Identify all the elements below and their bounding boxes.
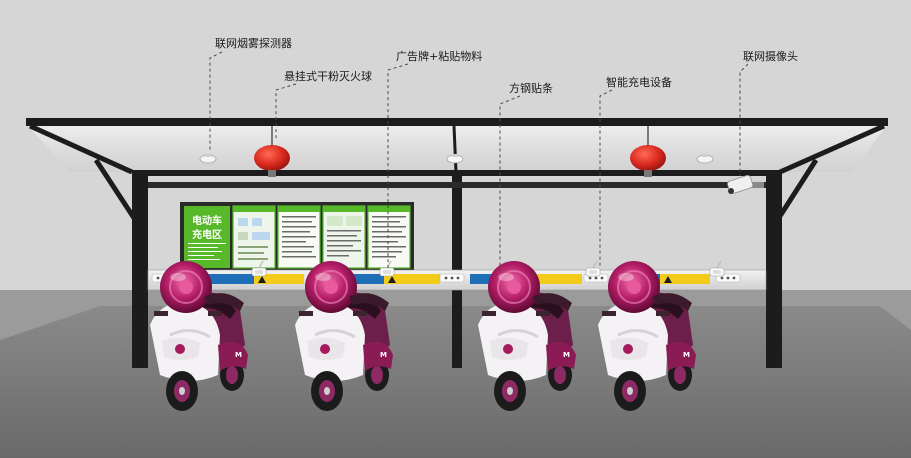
back-beam [148, 182, 766, 188]
callout-smoke-detector: 联网烟雾探测器 [215, 36, 292, 50]
callout-steel-strip: 方钢贴条 [509, 81, 553, 95]
post-right [766, 172, 782, 368]
right-brace [777, 158, 819, 218]
roof-right-rafter [778, 123, 886, 175]
fire-extinguishers [254, 126, 666, 177]
roof-front-beam [26, 118, 888, 126]
callout-camera: 联网摄像头 [743, 49, 798, 63]
post-left [132, 172, 148, 368]
roof-left-rafter [28, 123, 134, 175]
smoke-detectors [199, 154, 714, 164]
network-camera [727, 174, 764, 194]
callout-leaders [209, 51, 749, 272]
left-brace [93, 158, 137, 220]
roof-glass [28, 126, 886, 172]
callout-ad-board: 广告牌+粘贴物料 [396, 49, 482, 63]
callout-charging-device: 智能充电设备 [606, 75, 672, 89]
board-title-line2: 充电区 [192, 228, 222, 241]
ad-board: 电动车 充电区 [184, 205, 411, 269]
roof-mid-rafter [452, 125, 458, 173]
callout-fire-extinguisher: 悬挂式干粉灭火球 [284, 69, 372, 83]
board-title-line1: 电动车 [192, 214, 222, 227]
